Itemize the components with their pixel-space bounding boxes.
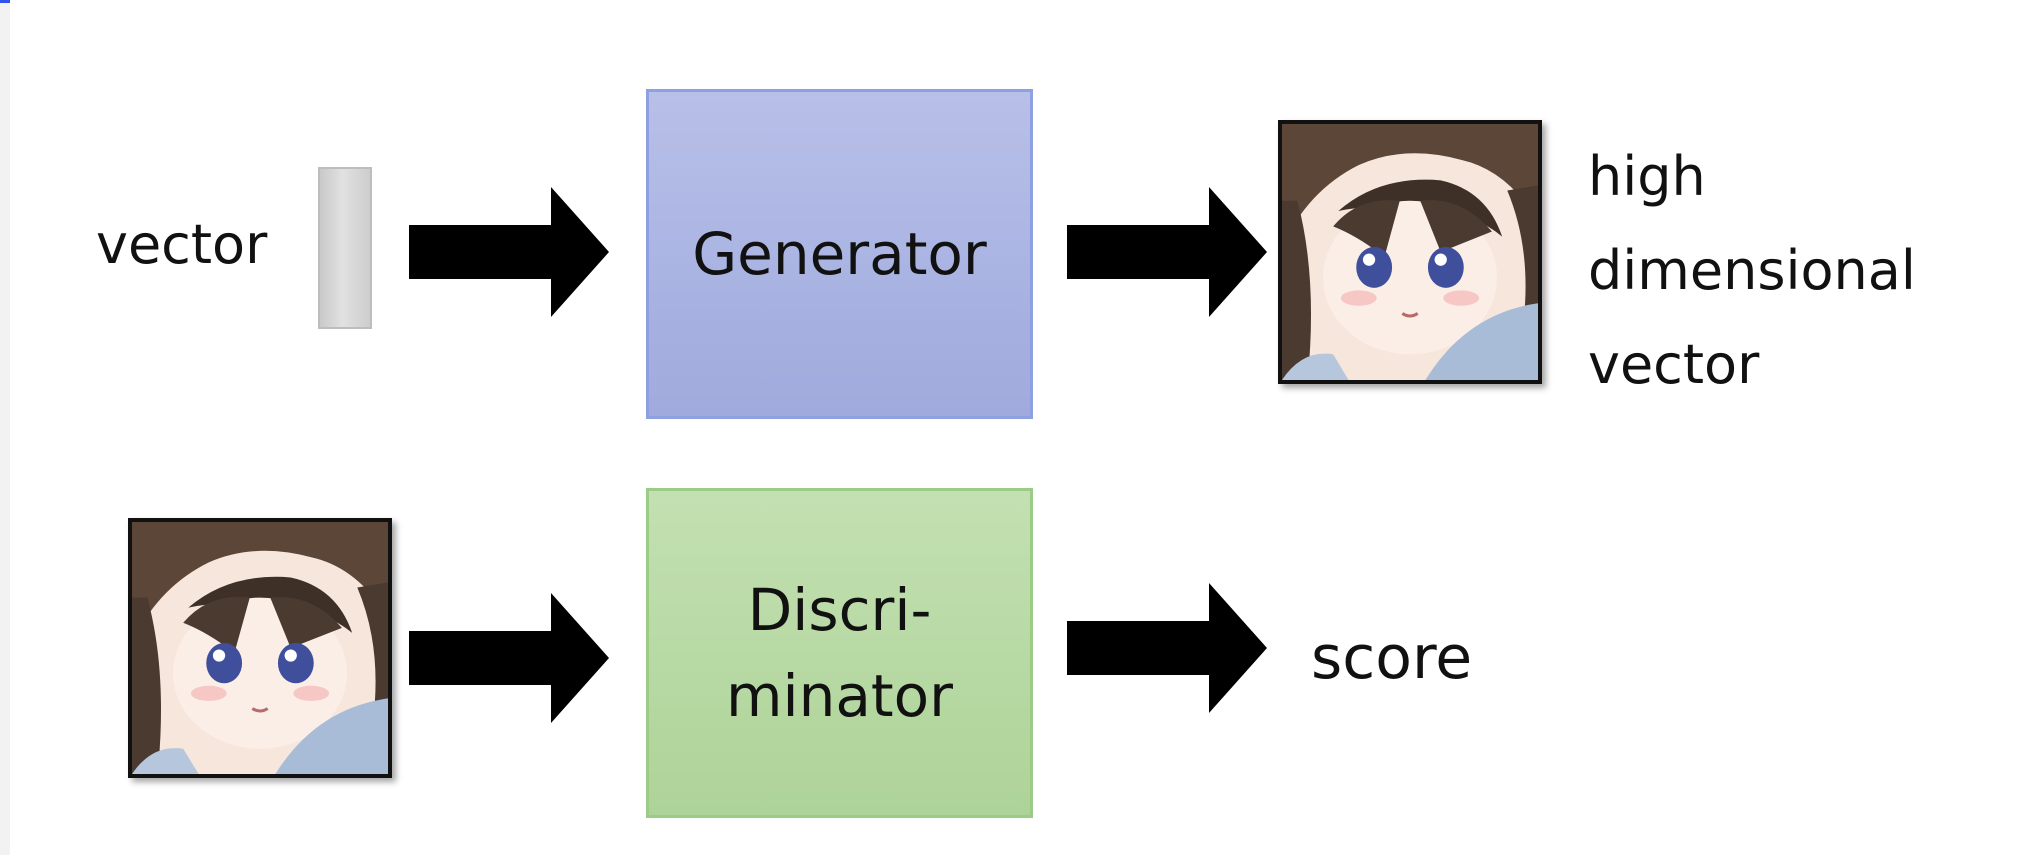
right-arrow-icon	[1067, 187, 1267, 317]
generator-label: Generator	[692, 220, 987, 288]
anime-face-icon	[1282, 124, 1538, 380]
score-label: score	[1311, 623, 1473, 693]
generator-box: Generator	[646, 89, 1033, 419]
right-arrow-icon	[409, 187, 609, 317]
discriminator-label: Discri- minator	[726, 576, 953, 730]
input-vector-label: vector	[96, 213, 268, 276]
right-arrow-icon	[409, 593, 609, 723]
right-arrow-icon	[1067, 583, 1267, 713]
generated-face-image	[1278, 120, 1542, 384]
discriminator-box: Discri- minator	[646, 488, 1033, 818]
input-vector-bar	[318, 167, 372, 329]
output-vector-label: high dimensional vector	[1588, 145, 1916, 396]
anime-face-icon	[132, 522, 388, 774]
input-face-image	[128, 518, 392, 778]
